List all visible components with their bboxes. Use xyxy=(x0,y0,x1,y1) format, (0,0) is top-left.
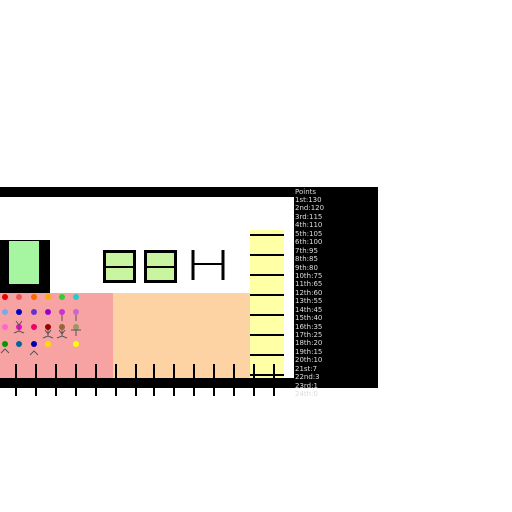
points-row: 12th:60 xyxy=(295,288,323,297)
points-row: 1st:130 xyxy=(295,196,322,204)
points-row: 11th:65 xyxy=(295,280,323,289)
crowd-zone xyxy=(0,293,113,378)
bottom-bar xyxy=(0,378,294,388)
points-row: 9th:80 xyxy=(295,263,318,272)
points-row: 18th:20 xyxy=(295,339,323,348)
points-row: 21st:7 xyxy=(295,364,318,373)
points-row: 6th:100 xyxy=(295,238,323,247)
points-row: 20th:10 xyxy=(295,356,323,365)
building-icon xyxy=(144,250,177,283)
lane-rungs xyxy=(250,234,284,376)
points-row: 10th:75 xyxy=(295,271,323,280)
points-row: 22nd:3 xyxy=(295,373,320,382)
points-row: 24th:0 xyxy=(295,390,318,399)
top-bar xyxy=(0,187,294,197)
hut-icon xyxy=(0,240,50,294)
points-row: 17th:25 xyxy=(295,331,323,339)
points-row: 8th:85 xyxy=(295,255,318,264)
points-row: 3rd:115 xyxy=(295,212,323,221)
points-row: 23rd:1 xyxy=(295,381,318,390)
points-row: 5th:105 xyxy=(295,229,323,238)
building-icon xyxy=(103,250,136,283)
points-row: 4th:110 xyxy=(295,221,323,230)
crowd xyxy=(0,294,81,356)
field-zone xyxy=(113,293,250,378)
points-row: 16th:35 xyxy=(295,322,323,331)
points-title: Points xyxy=(295,188,317,196)
points-row: 13th:55 xyxy=(295,297,323,306)
points-row: 2nd:120 xyxy=(295,204,325,213)
goal-post-icon xyxy=(191,250,225,280)
points-row: 19th:15 xyxy=(295,347,323,356)
points-row: 7th:95 xyxy=(295,246,318,255)
runner-icon xyxy=(0,294,81,356)
points-row: 14th:45 xyxy=(295,305,323,314)
points-row: 15th:40 xyxy=(295,314,323,323)
fence-ticks xyxy=(15,364,275,396)
